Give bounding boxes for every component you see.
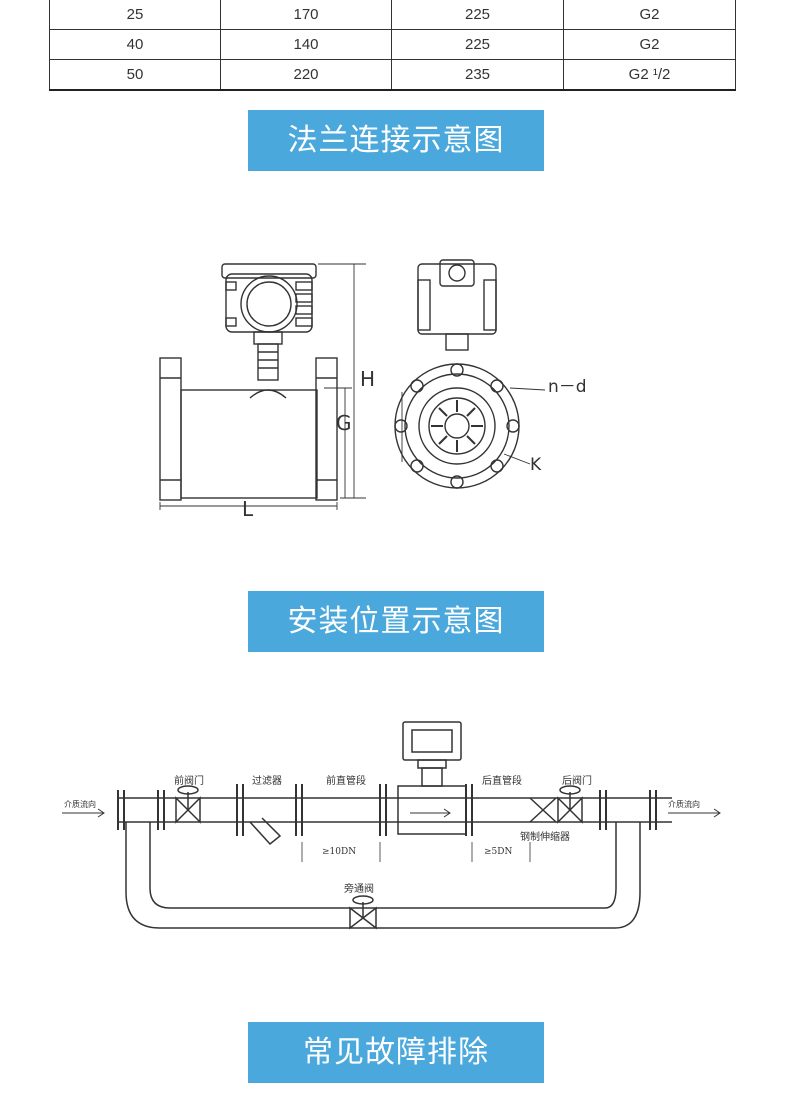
dim-h-label: H — [360, 367, 375, 391]
label-dim-rear: ≥5DN — [484, 847, 512, 857]
table-row: 25 170 225 G2 — [49, 0, 736, 30]
table-cell: 25 — [49, 0, 221, 30]
label-nd: n－d — [548, 377, 587, 397]
table-cell: 50 — [49, 59, 221, 91]
section-banner-flange: 法兰连接示意图 — [248, 110, 544, 171]
label-rear-valve: 后阀门 — [562, 774, 592, 787]
table-cell: G2 — [563, 0, 736, 30]
spec-table: 25 170 225 G2 40 140 225 G2 50 220 235 G… — [49, 0, 736, 91]
label-flow-in: 介质流向 — [64, 799, 96, 809]
label-k: K — [530, 455, 542, 475]
install-diagram: 介质流向 介质流向 前阀门 过滤器 前直管段 后直管段 后阀门 钢制伸缩器 旁通… — [62, 721, 721, 930]
table-cell: 235 — [391, 59, 564, 91]
label-expander: 钢制伸缩器 — [520, 830, 570, 843]
section-banner-fault: 常见故障排除 — [248, 1022, 544, 1083]
section-banner-install: 安装位置示意图 — [248, 591, 544, 652]
label-front-pipe: 前直管段 — [326, 774, 366, 787]
label-front-valve: 前阀门 — [174, 774, 204, 787]
table-cell: 225 — [391, 29, 564, 60]
label-flow-out: 介质流向 — [668, 799, 700, 809]
meter-side-view — [159, 263, 366, 510]
label-dim-front: ≥10DN — [322, 847, 356, 857]
table-cell: 220 — [220, 59, 392, 91]
table-cell: 40 — [49, 29, 221, 60]
table-cell: 225 — [391, 0, 564, 30]
table-row: 40 140 225 G2 — [49, 29, 736, 60]
table-cell: G2 — [563, 29, 736, 60]
table-cell: 170 — [220, 0, 392, 30]
dim-g-label: G — [336, 411, 352, 435]
meter-front-view — [394, 259, 546, 489]
flange-diagram: H G L n－d K — [159, 259, 587, 521]
table-row: 50 220 235 G2 ¹/2 — [49, 59, 736, 91]
label-rear-pipe: 后直管段 — [482, 774, 522, 787]
dim-l-label: L — [242, 497, 254, 521]
label-bypass: 旁通阀 — [344, 882, 374, 895]
label-filter: 过滤器 — [252, 774, 282, 787]
table-cell: G2 ¹/2 — [563, 59, 736, 91]
table-cell: 140 — [220, 29, 392, 60]
